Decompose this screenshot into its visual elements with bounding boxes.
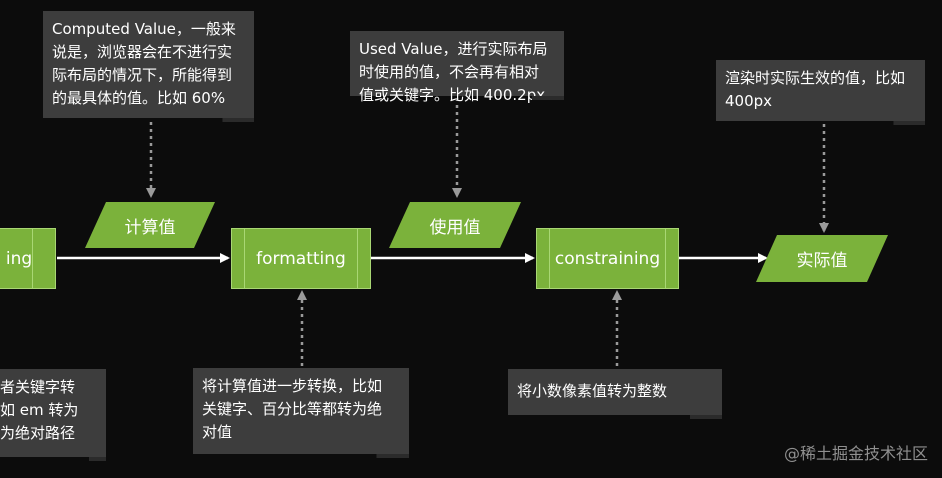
value-actual-label: 实际值	[796, 251, 848, 271]
note-cascading-partial: 者关键字转 如 em 转为 为绝对路径	[0, 369, 106, 461]
value-used-label: 使用值	[429, 217, 481, 238]
note-computed-value: Computed Value，一般来 说是，浏览器会在不进行实 际布局的情况下，…	[43, 11, 254, 122]
parallelogram-shape	[85, 202, 215, 248]
process-constraining-label: constraining	[554, 248, 661, 269]
process-formatting-label: formatting	[256, 248, 346, 269]
note-used-value: Used Value，进行实际布局 时使用的值，不会再有相对 值或关键字。比如 …	[350, 31, 564, 104]
process-constraining: constraining	[536, 228, 679, 289]
process-cascading: ing	[0, 228, 56, 289]
value-computed: 计算值	[84, 201, 216, 249]
watermark: @稀土掘金技术社区	[783, 444, 928, 463]
process-cascading-label: ing	[5, 248, 33, 269]
value-actual: 实际值	[755, 234, 889, 283]
value-used: 使用值	[388, 201, 522, 249]
value-computed-label: 计算值	[124, 217, 176, 238]
process-formatting: formatting	[231, 228, 371, 289]
parallelogram-shape	[756, 235, 888, 282]
note-formatting: 将计算值进一步转换，比如 关键字、百分比等都转为绝 对值	[193, 368, 409, 458]
parallelogram-shape	[389, 202, 521, 248]
note-actual-value: 渲染时实际生效的值，比如 400px	[716, 60, 925, 125]
note-constraining: 将小数像素值转为整数	[508, 369, 722, 419]
